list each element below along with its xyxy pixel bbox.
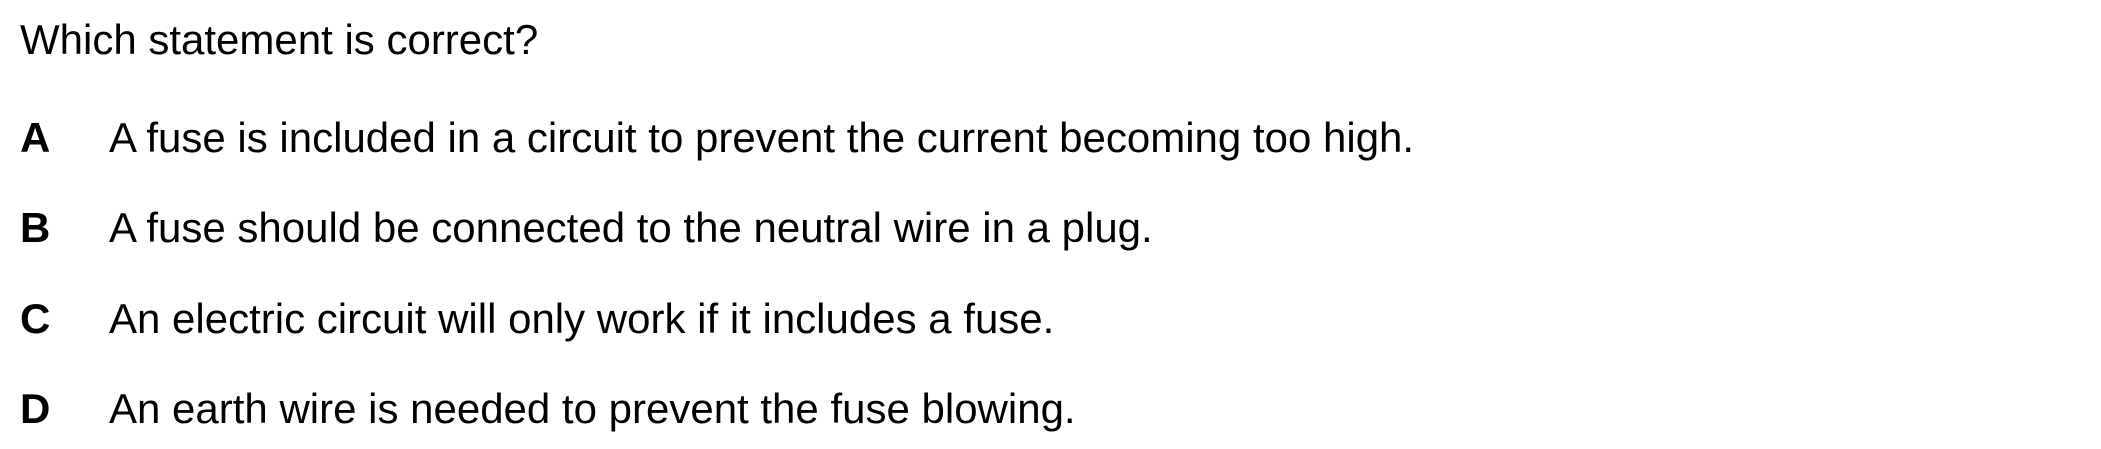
option-text: An electric circuit will only work if it… [109, 295, 1055, 342]
option-text: A fuse should be connected to the neutra… [109, 204, 1153, 251]
option-letter: A [20, 114, 51, 161]
question-stem: Which statement is correct? [20, 16, 539, 63]
option-letter: B [20, 204, 51, 251]
option-letter: C [20, 295, 51, 342]
option-text: A fuse is included in a circuit to preve… [109, 114, 1415, 161]
option-letter: D [20, 385, 51, 432]
option-text: An earth wire is needed to prevent the f… [109, 385, 1076, 432]
